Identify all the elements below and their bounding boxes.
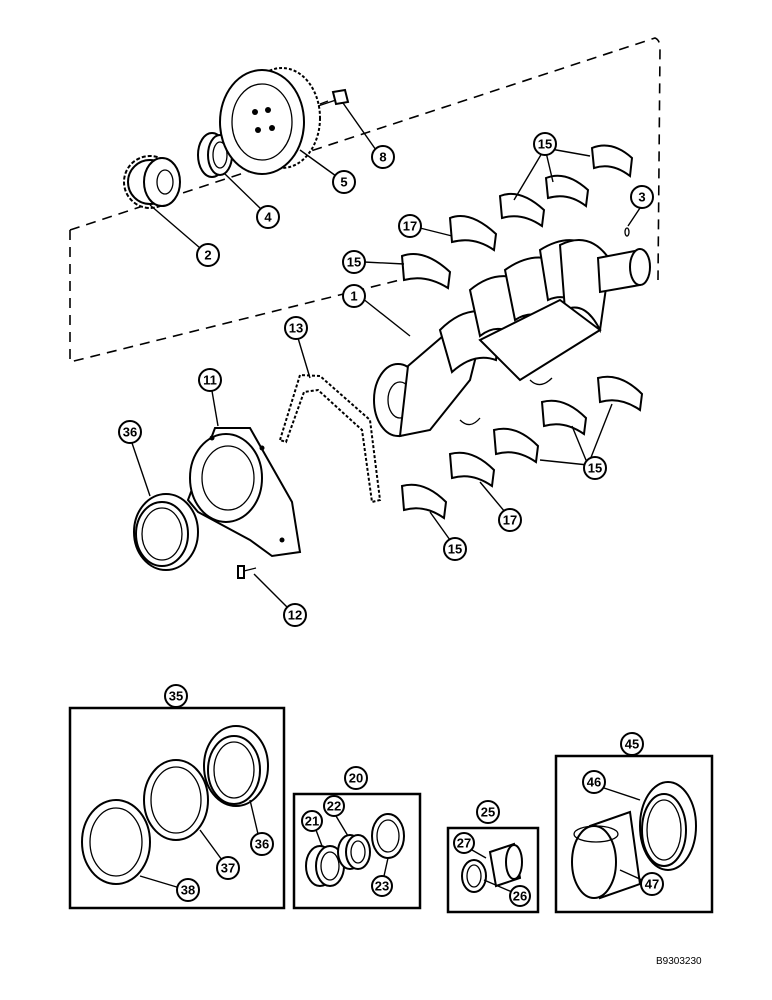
callout-46: 46 — [582, 770, 606, 794]
svg-text:27: 27 — [457, 836, 471, 851]
svg-text:36: 36 — [255, 837, 269, 852]
callout-4: 4 — [256, 205, 280, 229]
svg-text:23: 23 — [375, 879, 389, 894]
callout-5: 5 — [332, 170, 356, 194]
dashed-group-outline — [69, 37, 661, 364]
callout-26: 26 — [509, 885, 531, 907]
callout-36-a: 36 — [118, 420, 142, 444]
svg-text:45: 45 — [625, 737, 639, 752]
bearing-shells-lower — [400, 375, 644, 520]
callout-3: 3 — [630, 185, 654, 209]
callout-15-d: 15 — [443, 537, 467, 561]
seal-kit-45-parts — [571, 781, 697, 900]
callout-8: 8 — [371, 145, 395, 169]
bolt-part-8 — [317, 88, 350, 107]
seal-housing-part-11 — [186, 427, 302, 558]
callout-17-b: 17 — [498, 508, 522, 532]
svg-text:22: 22 — [327, 799, 341, 814]
svg-text:37: 37 — [221, 861, 235, 876]
callout-47: 47 — [640, 872, 664, 896]
callout-37: 37 — [216, 856, 240, 880]
svg-text:5: 5 — [340, 175, 347, 190]
kit-box-20 — [292, 792, 422, 910]
svg-text:15: 15 — [588, 461, 602, 476]
seal-part-36 — [133, 493, 199, 571]
kit-box-25 — [446, 826, 540, 914]
svg-text:21: 21 — [305, 814, 319, 829]
svg-text:11: 11 — [203, 373, 217, 388]
callout-45: 45 — [620, 732, 644, 756]
seal-kit-35-parts — [81, 725, 269, 885]
svg-text:47: 47 — [645, 877, 659, 892]
svg-text:26: 26 — [513, 889, 527, 904]
seal-kit-20-parts — [305, 813, 405, 887]
svg-text:13: 13 — [289, 321, 303, 336]
callout-12: 12 — [283, 603, 307, 627]
callout-15-a: 15 — [533, 132, 557, 156]
callout-27: 27 — [453, 832, 475, 854]
gear-part-2 — [123, 155, 181, 209]
callout-25: 25 — [476, 800, 500, 824]
callout-2: 2 — [196, 243, 220, 267]
svg-text:35: 35 — [169, 689, 183, 704]
bearing-shells-upper — [400, 144, 634, 290]
crankshaft-part-1 — [373, 239, 651, 438]
callout-35: 35 — [164, 684, 188, 708]
kit-box-45 — [554, 754, 714, 914]
svg-text:3: 3 — [638, 190, 645, 205]
callout-22: 22 — [323, 795, 345, 817]
callout-23: 23 — [371, 875, 393, 897]
callout-21: 21 — [301, 810, 323, 832]
svg-text:2: 2 — [204, 248, 211, 263]
callout-38: 38 — [176, 878, 200, 902]
svg-text:15: 15 — [347, 255, 361, 270]
svg-text:20: 20 — [349, 771, 363, 786]
svg-text:38: 38 — [181, 883, 195, 898]
gasket-part-13 — [278, 373, 382, 504]
seal-kit-25-parts — [461, 842, 523, 893]
svg-text:12: 12 — [288, 608, 302, 623]
kit-box-35 — [68, 706, 286, 910]
callout-15-b: 15 — [342, 250, 366, 274]
svg-text:46: 46 — [587, 775, 601, 790]
pin-part-3 — [624, 227, 630, 237]
callout-36-b: 36 — [250, 832, 274, 856]
callout-20: 20 — [344, 766, 368, 790]
figure-reference-code: B9303230 — [656, 956, 702, 967]
svg-text:17: 17 — [503, 513, 517, 528]
svg-text:1: 1 — [350, 289, 357, 304]
callout-17-a: 17 — [398, 214, 422, 238]
callout-1: 1 — [342, 284, 366, 308]
callout-13: 13 — [284, 316, 308, 340]
screw-part-12 — [237, 565, 257, 579]
callout-11: 11 — [198, 368, 222, 392]
callout-15-c: 15 — [583, 456, 607, 480]
svg-text:15: 15 — [538, 137, 552, 152]
svg-text:8: 8 — [379, 150, 386, 165]
svg-text:15: 15 — [448, 542, 462, 557]
svg-text:4: 4 — [264, 210, 272, 225]
svg-text:36: 36 — [123, 425, 137, 440]
svg-text:17: 17 — [403, 219, 417, 234]
svg-text:25: 25 — [481, 805, 495, 820]
pulley-part-5 — [219, 67, 321, 175]
